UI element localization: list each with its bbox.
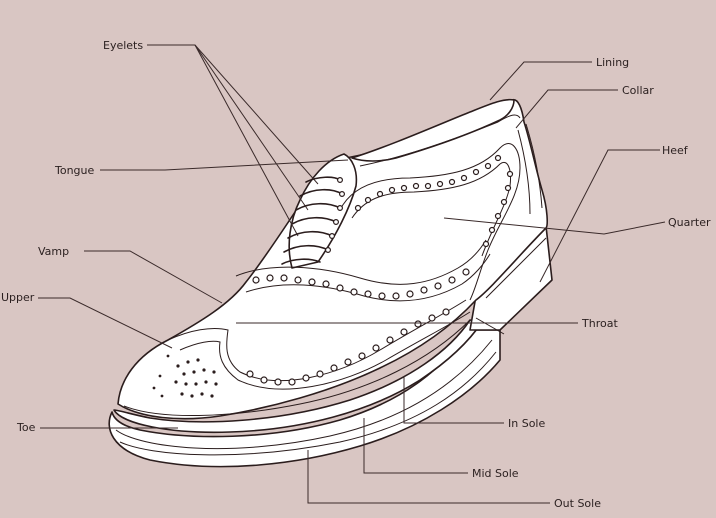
leader-lines — [38, 44, 666, 504]
upper-body-shape — [117, 99, 548, 420]
heel-counter-line — [525, 123, 543, 209]
label-collar: Collar — [622, 84, 654, 97]
out-sole-edge — [115, 339, 493, 450]
vamp-brogue-band-outer — [235, 239, 487, 285]
heel-counter-line-2 — [517, 129, 531, 215]
label-toe: Toe — [16, 421, 36, 434]
wingtip-perforations — [246, 308, 450, 386]
wingtip-inner — [179, 311, 471, 390]
sole-welt-line — [119, 351, 497, 456]
eyelet-holes — [325, 177, 346, 254]
label-tongue: Tongue — [54, 164, 95, 177]
label-lining: Lining — [596, 56, 629, 69]
shoe-illustration — [108, 98, 553, 468]
collar-opening — [351, 98, 515, 162]
label-out-sole: Out Sole — [554, 497, 601, 510]
label-mid-sole: Mid Sole — [472, 467, 519, 480]
label-in-sole: In Sole — [508, 417, 545, 430]
vamp-brogue-band-inner — [245, 253, 491, 302]
label-eyelets: Eyelets — [103, 39, 143, 52]
quarter-perforations — [354, 154, 514, 248]
label-throat: Throat — [581, 317, 618, 330]
label-vamp: Vamp — [38, 245, 69, 258]
upper-lower-edge — [123, 319, 471, 416]
quarter-brogue-outer — [339, 143, 521, 301]
label-heel: Heef — [662, 144, 689, 157]
vamp-perforations — [252, 268, 470, 300]
label-quarter: Quarter — [668, 216, 711, 229]
collar-band — [359, 114, 521, 167]
toe-medallion — [152, 354, 218, 398]
heel-top-line — [485, 237, 547, 299]
labels: Eyelets Lining Collar Tongue Heef Quarte… — [1, 39, 711, 510]
label-upper: Upper — [1, 291, 35, 304]
heel-bottom-edge — [475, 317, 505, 335]
